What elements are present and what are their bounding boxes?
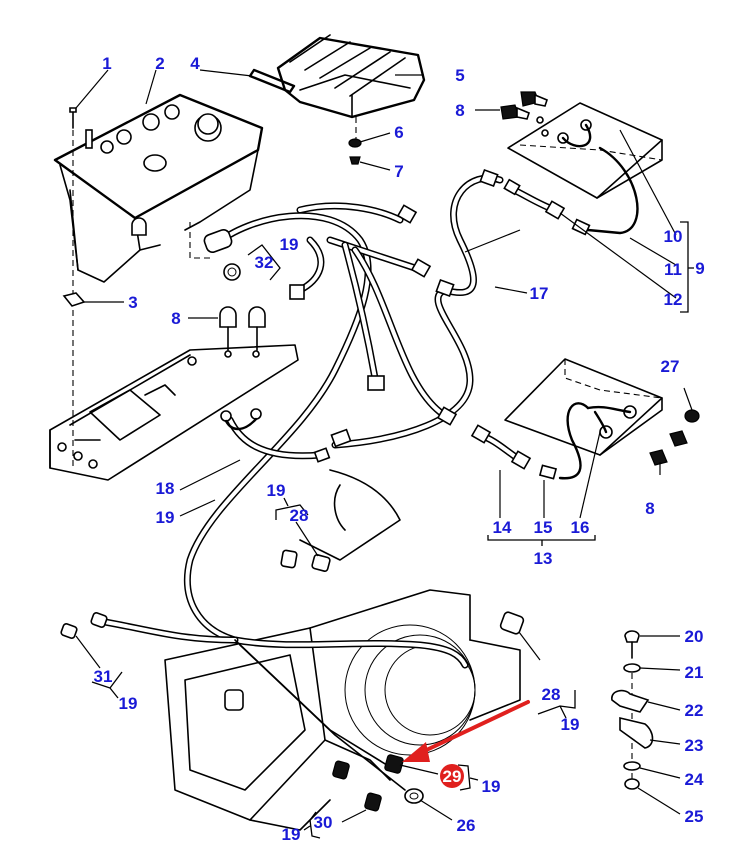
control-panel-part-2 [53,93,264,283]
callout-21[interactable]: 21 [685,663,704,682]
callout-32[interactable]: 32 [255,253,274,272]
callout-28-upper[interactable]: 28 [290,506,309,525]
harness-wire-main [183,178,566,644]
callout-11[interactable]: 11 [664,260,682,279]
callout-30[interactable]: 30 [314,813,333,832]
callout-1[interactable]: 1 [102,54,111,73]
callout-19-left-sensor[interactable]: 19 [119,694,138,713]
callout-17[interactable]: 17 [530,284,549,303]
sensor-part-31 [60,612,108,639]
callout-6[interactable]: 6 [394,123,403,142]
callout-19-right-sensor[interactable]: 19 [561,715,580,734]
callout-28-right[interactable]: 28 [542,685,561,704]
callout-4[interactable]: 4 [190,54,200,73]
relay-module-part-5 [276,34,426,140]
callout-8-console[interactable]: 8 [171,309,180,328]
callout-19-highlight[interactable]: 19 [482,777,501,796]
bulb-holder-part-8-console [219,306,266,351]
callout-31[interactable]: 31 [94,667,113,686]
highlight-badge-29[interactable]: 29 [440,764,464,788]
callout-24[interactable]: 24 [685,770,704,789]
callout-15[interactable]: 15 [534,518,553,537]
callout-23[interactable]: 23 [685,736,704,755]
callout-7[interactable]: 7 [394,162,403,181]
cap-part-27 [684,409,700,423]
callout-3[interactable]: 3 [128,293,137,312]
callout-5[interactable]: 5 [455,66,464,85]
callout-20[interactable]: 20 [685,627,704,646]
callout-18[interactable]: 18 [156,479,175,498]
callout-8-top[interactable]: 8 [455,101,464,120]
bulb-holder-part-8-top [500,91,548,120]
washer-part-6 [348,138,362,148]
callout-27[interactable]: 27 [661,357,680,376]
callout-19-bottom[interactable]: 19 [282,825,301,844]
callout-10[interactable]: 10 [664,227,683,246]
clamp-assembly-parts-20-25 [611,630,654,790]
transmission-housing [101,469,521,831]
callout-16[interactable]: 16 [571,518,590,537]
lamp-housing-top [507,102,663,236]
callout-13[interactable]: 13 [534,549,553,568]
lamp-housing-lower [504,358,663,480]
callout-8-lower[interactable]: 8 [645,499,654,518]
leader-lines [75,69,694,839]
screw-part-7 [349,156,361,165]
clip-part-3 [62,292,86,307]
callout-22[interactable]: 22 [685,701,704,720]
harness-wire-17 [331,168,504,449]
callout-2[interactable]: 2 [155,54,164,73]
callout-14[interactable]: 14 [493,518,512,537]
callout-29[interactable]: 29 [443,767,462,786]
callout-12[interactable]: 12 [664,290,683,309]
callout-19-connector[interactable]: 19 [280,235,299,254]
sensor-part-28 [280,549,525,635]
armrest-console [49,344,299,481]
grommet-part-26 [404,788,424,804]
callout-19-upper-sensor[interactable]: 19 [267,481,286,500]
sensor-part-30 [332,760,382,812]
connector-part-18 [220,408,262,431]
callout-26[interactable]: 26 [457,816,476,835]
callout-25[interactable]: 25 [685,807,704,826]
bulb-holder-part-8-lower [649,430,688,466]
callout-19-console[interactable]: 19 [156,508,175,527]
gasket-part-4 [248,68,296,94]
callout-9[interactable]: 9 [695,259,704,278]
highlight-arrow[interactable] [402,700,530,762]
sensor-part-29 [384,754,404,774]
